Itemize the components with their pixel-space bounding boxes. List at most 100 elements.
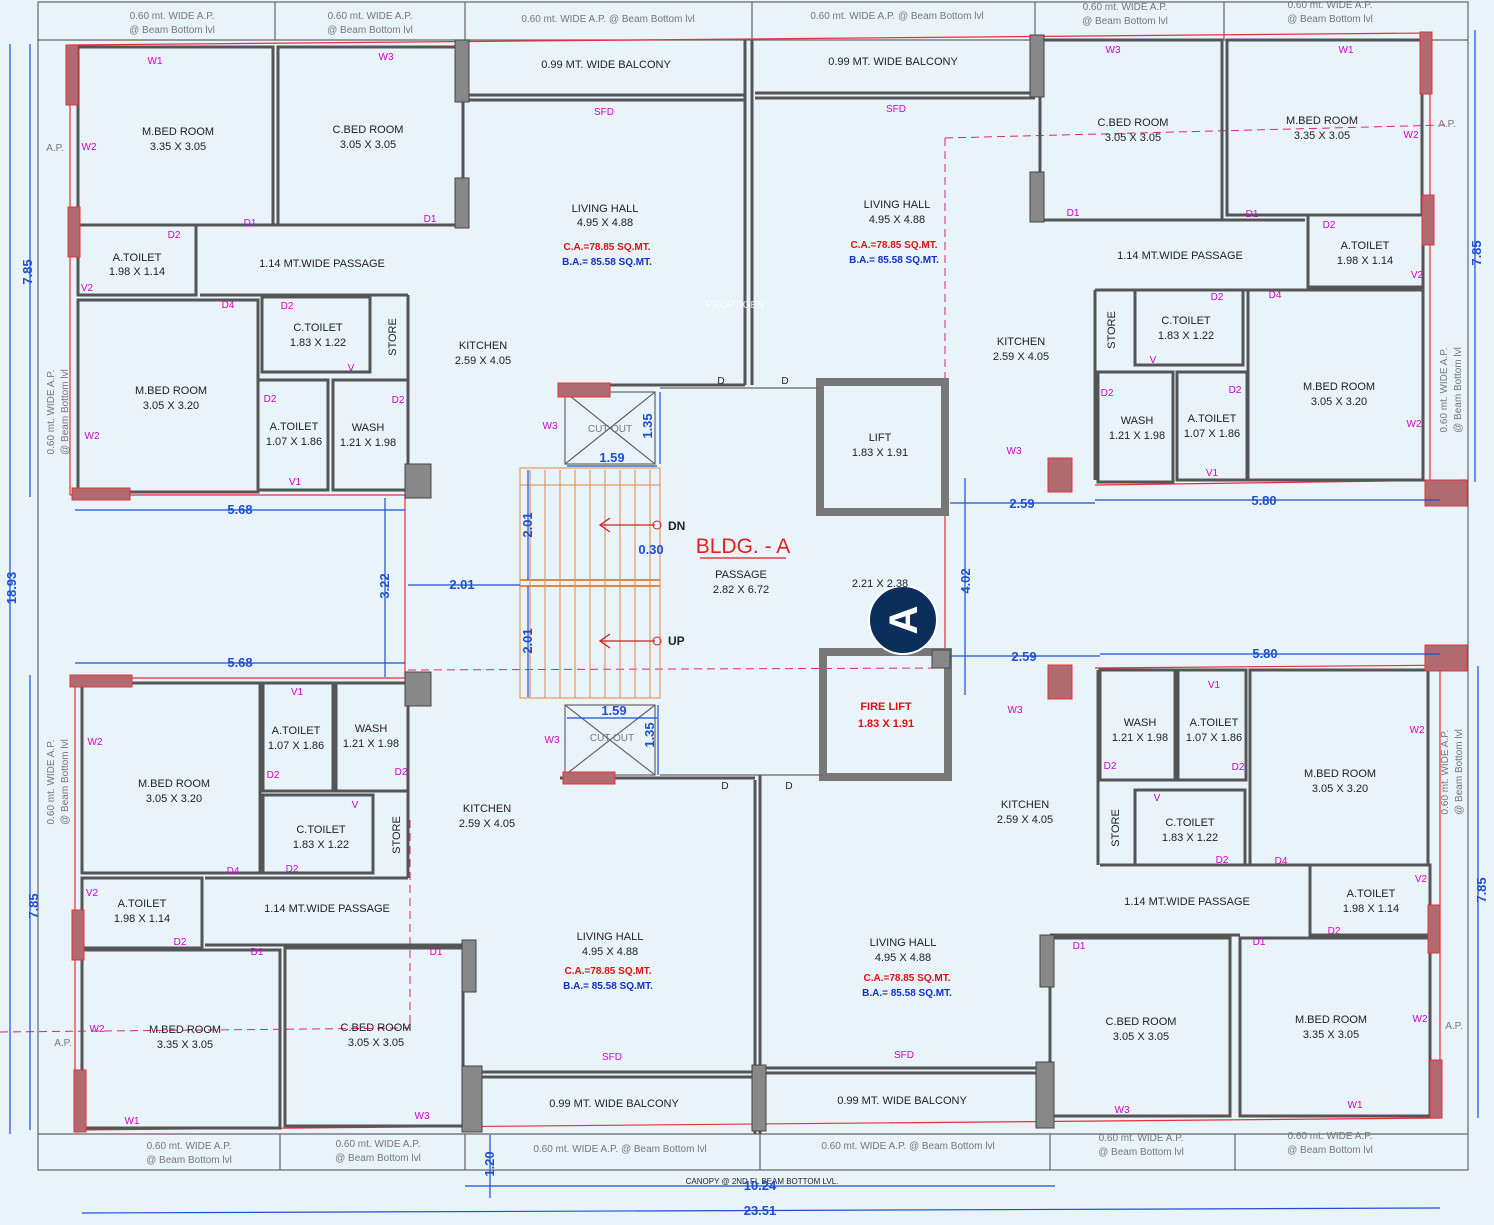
bl-kitchen-size: 2.59 X 4.05 xyxy=(459,818,515,830)
br-atoilet2-size: 1.07 X 1.86 xyxy=(1186,732,1242,744)
mark-d2: D2 xyxy=(281,301,294,312)
tr-ap: A.P. xyxy=(1438,119,1456,130)
dim-785-tl: 7.85 xyxy=(20,259,35,284)
mark-v2: V2 xyxy=(1411,270,1424,281)
cutout-bottom: CUT OUT xyxy=(590,733,634,744)
tr-passage: 1.14 MT.WIDE PASSAGE xyxy=(1117,250,1243,262)
labels: BLDG. - A PROPTIGER PASSAGE 2.82 X 6.72 … xyxy=(4,0,1489,1218)
mark-d2: D2 xyxy=(264,394,277,405)
tl-balcony: 0.99 MT. WIDE BALCONY xyxy=(541,59,671,71)
lift-size: 1.83 X 1.91 xyxy=(852,447,908,459)
tr-mbed2-name: M.BED ROOM xyxy=(1303,381,1375,393)
tr-balcony: 0.99 MT. WIDE BALCONY xyxy=(828,56,958,68)
tl-ap: A.P. xyxy=(46,143,64,154)
ap-bot-4: 0.60 mt. WIDE A.P. @ Beam Bottom lvl xyxy=(821,1141,994,1152)
tl-kitchen-size: 2.59 X 4.05 xyxy=(455,355,511,367)
tl-ctoilet-name: C.TOILET xyxy=(293,322,343,334)
tr-ap-side-1: 0.60 mt. WIDE A.P. xyxy=(1439,348,1450,433)
dim-201-h: 2.01 xyxy=(449,577,474,592)
canopy-label: CANOPY @ 2ND FL BEAM BOTTOM LVL. xyxy=(686,1177,839,1186)
tr-cbed-size: 3.05 X 3.05 xyxy=(1105,132,1161,144)
br-atoilet2-name: A.TOILET xyxy=(1190,717,1239,729)
mark-d2: D2 xyxy=(392,395,405,406)
mark-d2: D2 xyxy=(1211,292,1224,303)
dim-568-top: 5.68 xyxy=(227,502,252,517)
mark-v: V xyxy=(352,800,359,811)
tr-atoilet-size: 1.98 X 1.14 xyxy=(1337,255,1393,267)
mark-d2: D2 xyxy=(395,767,408,778)
dimension-lines xyxy=(9,30,1479,1214)
dim-580-bottom: 5.80 xyxy=(1252,646,1277,661)
tr-mbed-size: 3.35 X 3.05 xyxy=(1294,130,1350,142)
br-mbed-name: M.BED ROOM xyxy=(1295,1014,1367,1026)
bl-cbed-size: 3.05 X 3.05 xyxy=(348,1037,404,1049)
tr-living-name: LIVING HALL xyxy=(864,199,931,211)
mark-v: V xyxy=(1150,355,1157,366)
ap-top-2a: 0.60 mt. WIDE A.P. xyxy=(328,11,413,22)
lift-name: LIFT xyxy=(869,432,892,444)
tr-living-size: 4.95 X 4.88 xyxy=(869,214,925,226)
br-ba: B.A.= 85.58 SQ.MT. xyxy=(862,988,952,999)
ap-bot-5a: 0.60 mt. WIDE A.P. xyxy=(1099,1133,1184,1144)
ap-bot-1a: 0.60 mt. WIDE A.P. xyxy=(147,1141,232,1152)
bl-wash-size: 1.21 X 1.98 xyxy=(343,738,399,750)
mark-v2: V2 xyxy=(86,888,99,899)
mark-sfd: SFD xyxy=(594,107,614,118)
lift-shaft xyxy=(816,378,949,516)
mark-w1: W1 xyxy=(1339,45,1354,56)
mark-d4: D4 xyxy=(1269,290,1282,301)
br-mbed-size: 3.35 X 3.05 xyxy=(1303,1029,1359,1041)
bl-wash-name: WASH xyxy=(355,723,388,735)
dim-135-top: 1.35 xyxy=(640,413,655,438)
bl-mbed-size: 3.35 X 3.05 xyxy=(157,1039,213,1051)
tr-ctoilet-name: C.TOILET xyxy=(1161,315,1211,327)
mark-w2: W2 xyxy=(82,142,97,153)
br-cbed-name: C.BED ROOM xyxy=(1106,1016,1177,1028)
dim-2351: 23.51 xyxy=(744,1203,777,1218)
tl-mbed2-size: 3.05 X 3.20 xyxy=(143,400,199,412)
mark-w2: W2 xyxy=(85,431,100,442)
br-balcony: 0.99 MT. WIDE BALCONY xyxy=(837,1095,967,1107)
ap-bot-2a: 0.60 mt. WIDE A.P. xyxy=(336,1139,421,1150)
tr-ap-side-2: @ Beam Bottom lvl xyxy=(1453,347,1464,433)
ap-top-5b: @ Beam Bottom lvl xyxy=(1082,16,1168,27)
mark-v1: V1 xyxy=(291,687,304,698)
ap-bot-2b: @ Beam Bottom lvl xyxy=(335,1153,421,1164)
br-ap: A.P. xyxy=(1445,1021,1463,1032)
dim-159-top: 1.59 xyxy=(599,450,624,465)
dim-785-br: 7.85 xyxy=(1474,877,1489,902)
dim-120: 1.20 xyxy=(482,1151,497,1176)
columns xyxy=(65,31,1468,1133)
bl-mbed2-name: M.BED ROOM xyxy=(138,778,210,790)
passage-size: 2.82 X 6.72 xyxy=(713,584,769,596)
mark-d1: D1 xyxy=(1073,941,1086,952)
badge-letter: A xyxy=(882,606,926,635)
mark-sfd: SFD xyxy=(602,1052,622,1063)
mark-v: V xyxy=(348,363,355,374)
bl-passage: 1.14 MT.WIDE PASSAGE xyxy=(264,903,390,915)
tl-mbed-name: M.BED ROOM xyxy=(142,126,214,138)
mark-v2: V2 xyxy=(1415,874,1428,885)
mark-w3: W3 xyxy=(379,52,394,63)
mark-d2: D2 xyxy=(174,937,187,948)
mark-w3: W3 xyxy=(545,735,560,746)
br-kitchen-name: KITCHEN xyxy=(1001,799,1049,811)
ap-bot-3: 0.60 mt. WIDE A.P. @ Beam Bottom lvl xyxy=(533,1144,706,1155)
mark-d: D xyxy=(721,781,728,792)
tr-atoilet-name: A.TOILET xyxy=(1341,240,1390,252)
dim-201-v2: 2.01 xyxy=(520,628,535,653)
mark-d1: D1 xyxy=(1253,937,1266,948)
dim-1024: 10.24 xyxy=(744,1178,777,1193)
tl-wash-size: 1.21 X 1.98 xyxy=(340,437,396,449)
outer-ap-border xyxy=(37,1,1469,1171)
br-mbed2-size: 3.05 X 3.20 xyxy=(1312,783,1368,795)
mark-d1: D1 xyxy=(1067,208,1080,219)
tr-kitchen-size: 2.59 X 4.05 xyxy=(993,351,1049,363)
tl-ctoilet-size: 1.83 X 1.22 xyxy=(290,337,346,349)
tr-ca: C.A.=78.85 SQ.MT. xyxy=(851,240,938,251)
br-wash-size: 1.21 X 1.98 xyxy=(1112,732,1168,744)
ap-top-1a: 0.60 mt. WIDE A.P. xyxy=(130,11,215,22)
mark-v2: V2 xyxy=(81,283,94,294)
